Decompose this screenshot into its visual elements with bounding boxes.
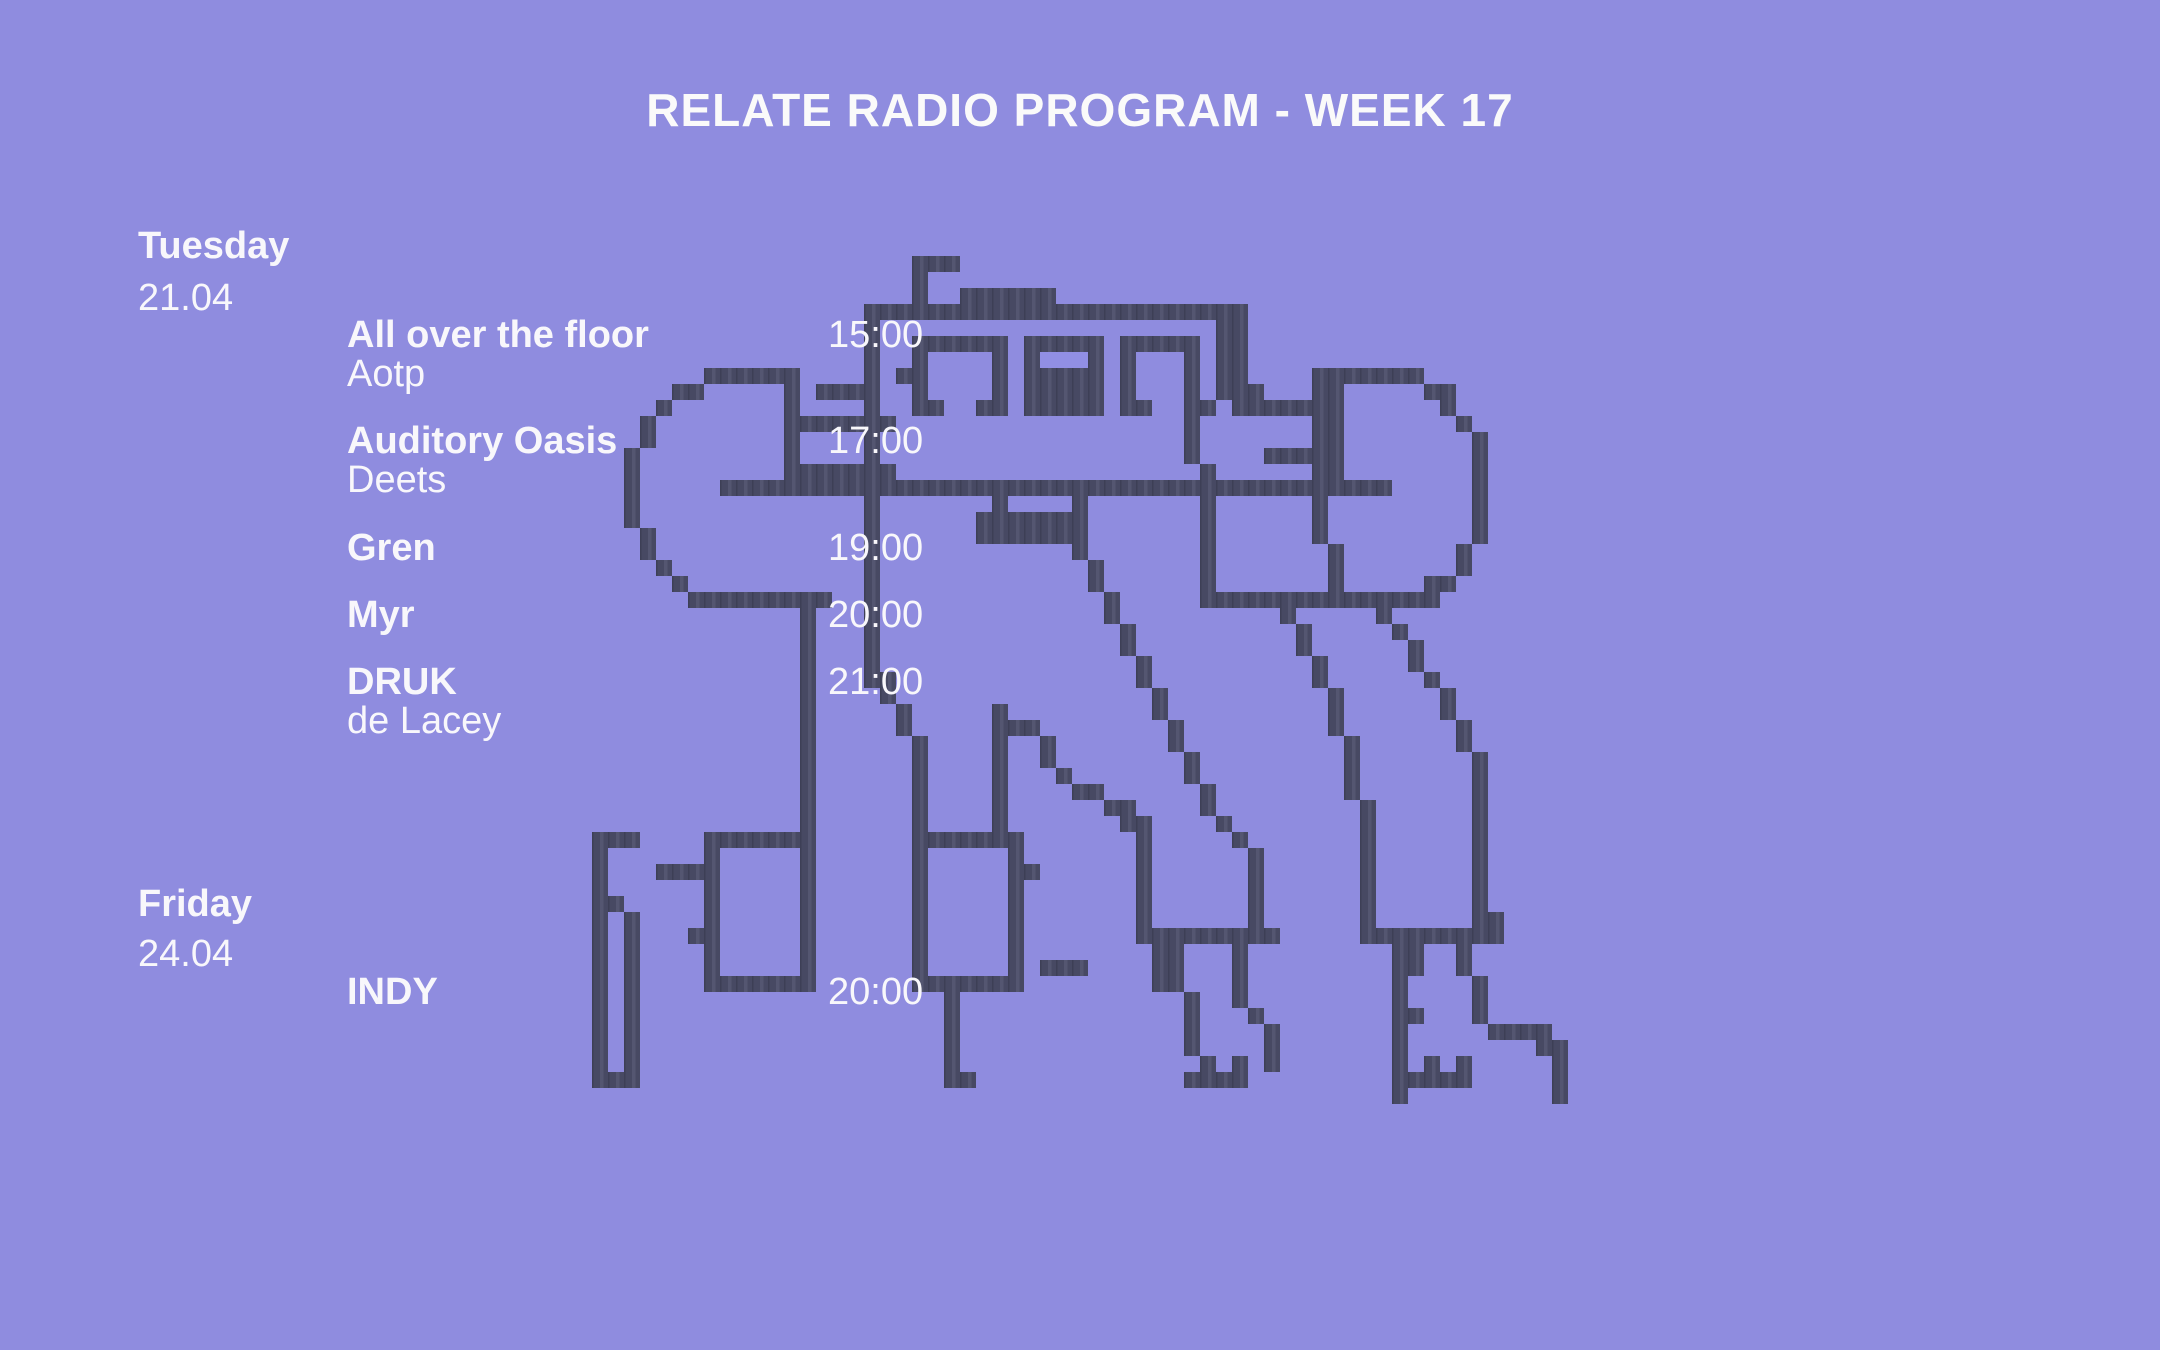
show-time: 19:00: [828, 527, 924, 569]
show-time: 20:00: [828, 971, 924, 1013]
show-name: Gren: [347, 527, 436, 569]
show-name: Myr: [347, 594, 415, 636]
show-name: INDY: [347, 971, 438, 1013]
show-time: 21:00: [828, 661, 924, 703]
show-host: de Lacey: [347, 700, 502, 742]
day-label-tuesday: Tuesday: [138, 225, 290, 267]
show-time: 15:00: [828, 314, 924, 356]
show-host: Aotp: [347, 353, 426, 395]
show-time: 17:00: [828, 420, 924, 462]
page-title: RELATE RADIO PROGRAM - WEEK 17: [646, 84, 1514, 136]
pixel-art-boombox-creature: [576, 256, 1664, 1136]
pixel-art-svg: [592, 256, 1568, 1104]
show-name: All over the floor: [347, 314, 649, 356]
day-date-tuesday: 21.04: [138, 277, 234, 319]
show-name: Auditory Oasis: [347, 420, 618, 462]
day-date-friday: 24.04: [138, 933, 234, 975]
show-name: DRUK: [347, 661, 457, 703]
show-host: Deets: [347, 459, 447, 501]
show-time: 20:00: [828, 594, 924, 636]
day-label-friday: Friday: [138, 883, 253, 925]
